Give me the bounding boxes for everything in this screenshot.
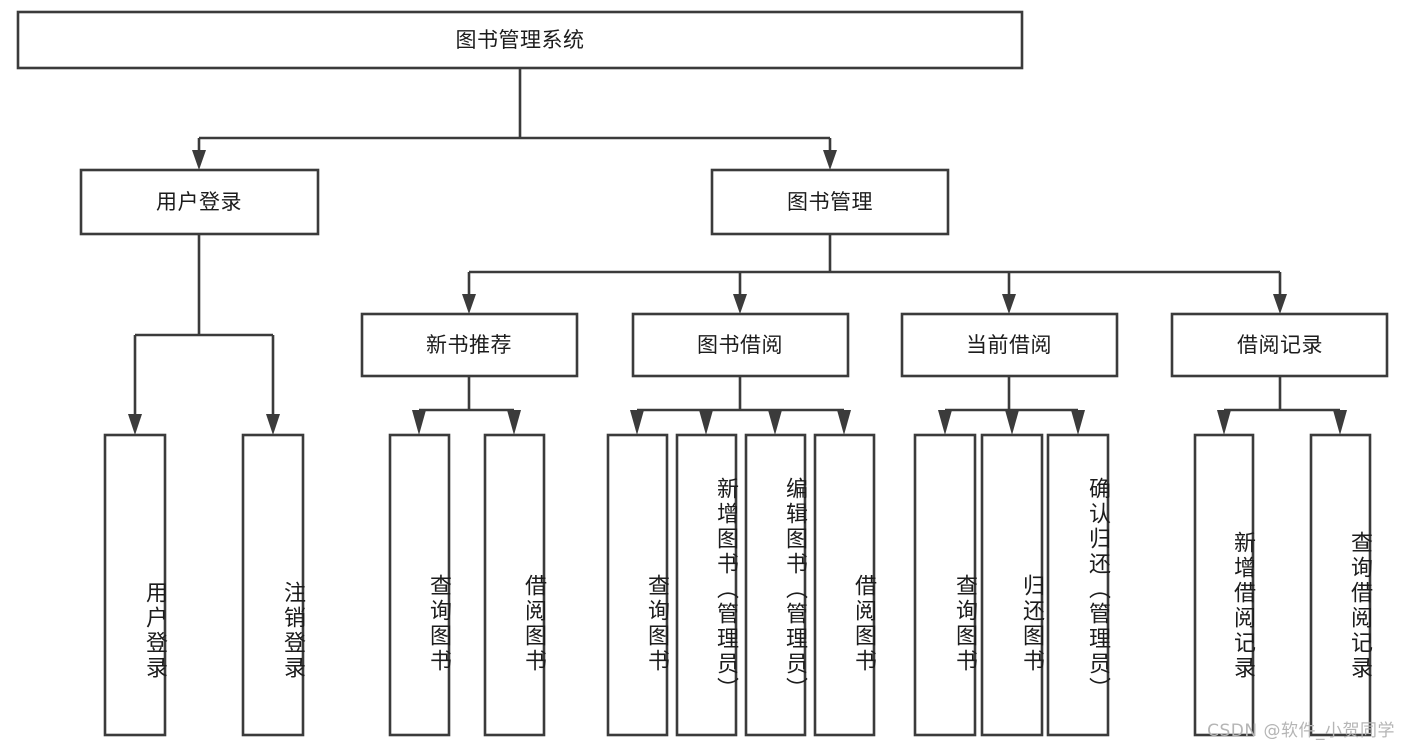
arrow-head-icon [1273, 294, 1287, 314]
connector-borrowrecord-to-leaves [1217, 376, 1347, 435]
leaf-confirm-return-box[interactable] [1046, 433, 1110, 737]
node-book-manage[interactable]: 图书管理 [710, 168, 950, 236]
node-book-manage-label: 图书管理 [787, 190, 873, 214]
leaf-borrow-book-rec-box[interactable] [483, 433, 546, 737]
node-user-login[interactable]: 用户登录 [79, 168, 320, 236]
leaf-borrow-book-box[interactable] [813, 433, 876, 737]
node-borrow-record-box[interactable] [1170, 312, 1389, 378]
node-current-borrow-label: 当前借阅 [966, 333, 1052, 357]
node-user-login-box[interactable] [79, 168, 320, 236]
connector-userlogin-to-leaves [128, 234, 280, 435]
node-current-borrow[interactable]: 当前借阅 [900, 312, 1119, 378]
leaf-query-book-box[interactable] [606, 433, 669, 737]
arrow-head-icon [507, 410, 521, 435]
node-borrow-record-label: 借阅记录 [1237, 333, 1323, 357]
node-book-borrow[interactable]: 图书借阅 [631, 312, 850, 378]
arrow-head-icon [938, 410, 952, 435]
arrow-head-icon [1071, 410, 1085, 435]
leaf-add-book-box[interactable] [675, 433, 738, 737]
arrow-head-icon [699, 410, 713, 435]
connector-root-to-level2 [192, 68, 837, 170]
node-current-borrow-box[interactable] [900, 312, 1119, 378]
arrow-head-icon [128, 414, 142, 435]
leaf-return-book-box[interactable] [980, 433, 1044, 737]
connector-currentborrow-to-leaves [938, 376, 1085, 435]
leaf-query-record-box[interactable] [1309, 433, 1372, 737]
arrow-head-icon [630, 410, 644, 435]
leaf-edit-book-box[interactable] [744, 433, 807, 737]
leaf-user-login-box[interactable] [103, 433, 167, 737]
node-root-box[interactable] [16, 10, 1024, 70]
leaf-query-book-cur-box[interactable] [913, 433, 977, 737]
arrow-head-icon [1005, 410, 1019, 435]
node-book-borrow-label: 图书借阅 [697, 333, 783, 357]
leaf-boxes-group [103, 433, 1372, 737]
arrow-head-icon [1333, 410, 1347, 435]
arrow-head-icon [733, 294, 747, 314]
arrow-head-icon [462, 294, 476, 314]
arrow-head-icon [823, 150, 837, 170]
node-new-book-rec-label: 新书推荐 [426, 333, 512, 357]
csdn-watermark: CSDN @软件_小贺同学 [1207, 721, 1395, 741]
node-user-login-label: 用户登录 [156, 190, 242, 214]
arrow-head-icon [837, 410, 851, 435]
arrow-head-icon [412, 410, 426, 435]
node-root-label: 图书管理系统 [456, 28, 585, 52]
node-new-book-rec[interactable]: 新书推荐 [360, 312, 579, 378]
arrow-head-icon [768, 410, 782, 435]
node-book-manage-box[interactable] [710, 168, 950, 236]
leaf-add-record-box[interactable] [1193, 433, 1255, 737]
connector-bookmanage-to-level3 [462, 234, 1287, 314]
arrow-head-icon [1217, 410, 1231, 435]
arrow-head-icon [1002, 294, 1016, 314]
arrow-head-icon [266, 414, 280, 435]
connector-newbook-to-leaves [412, 376, 521, 435]
leaf-user-logout-box[interactable] [241, 433, 305, 737]
node-book-borrow-box[interactable] [631, 312, 850, 378]
node-borrow-record[interactable]: 借阅记录 [1170, 312, 1389, 378]
arrow-head-icon [192, 150, 206, 170]
node-new-book-rec-box[interactable] [360, 312, 579, 378]
node-root[interactable]: 图书管理系统 [16, 10, 1024, 70]
leaf-query-book-rec-box[interactable] [388, 433, 451, 737]
connector-bookborrow-to-leaves [630, 376, 851, 435]
